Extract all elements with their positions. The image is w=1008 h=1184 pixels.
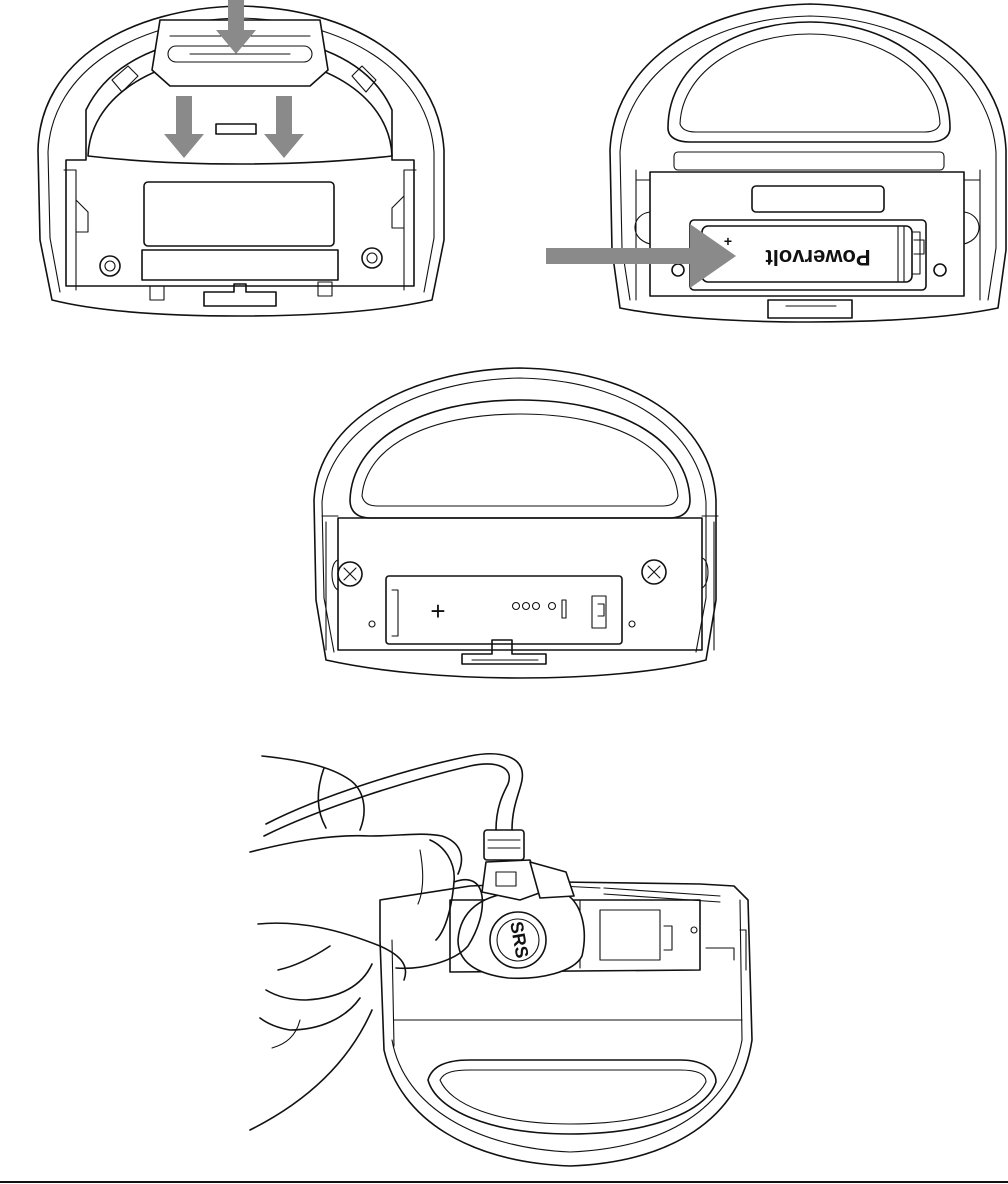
panel-step-4: SRS [250, 754, 752, 1166]
cable [264, 754, 522, 836]
battery-polarity-mark: + [724, 233, 732, 249]
connector-plug: SRS [458, 830, 584, 978]
aa-battery: Powervolt + [702, 226, 912, 282]
screw-right [642, 560, 666, 584]
screw-left [338, 562, 362, 586]
hand [250, 756, 482, 1130]
panel-step-1 [38, 0, 444, 316]
battery-brand-label: Powervolt [765, 245, 871, 270]
battery-compartment-plate: + [386, 576, 622, 644]
compartment-polarity-mark: + [430, 596, 445, 626]
panel-step-2: Powervolt + [546, 4, 1006, 322]
panel-step-3: + [314, 368, 718, 678]
insert-battery-arrow-icon [546, 224, 736, 288]
